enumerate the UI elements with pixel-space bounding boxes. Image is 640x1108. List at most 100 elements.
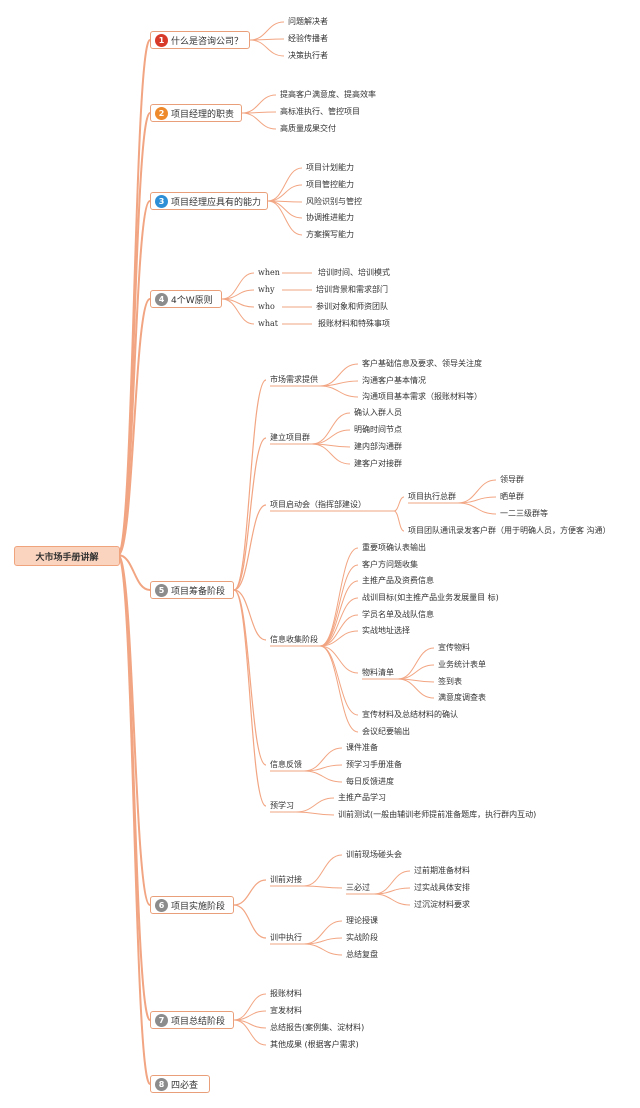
leaf-connector: [373, 893, 411, 906]
leaf-node[interactable]: 重要项确认表输出: [362, 543, 426, 552]
leaf-node[interactable]: 提高客户满意度、提高效率: [280, 90, 376, 99]
w-value[interactable]: 培训时间、培训模式: [318, 268, 390, 277]
leaf-node[interactable]: 会议纪要输出: [362, 727, 410, 736]
leaf-node[interactable]: 战训目标(如主推产品业务发展量目 标): [362, 593, 499, 602]
w-key[interactable]: why: [258, 285, 275, 294]
l3-node[interactable]: 物料清单: [362, 668, 394, 677]
leaf-node[interactable]: 过实战具体安排: [414, 883, 470, 892]
leaf-node[interactable]: 确认入群人员: [354, 408, 402, 417]
leaf-connector: [311, 429, 351, 445]
leaf-node[interactable]: 预学习手册准备: [346, 760, 402, 769]
leaf-node[interactable]: 项目团队通讯录发客户群（用于明确人员，方便客 沟通）: [408, 526, 611, 535]
leaf-node[interactable]: 客户方问题收集: [362, 560, 418, 569]
leaf-node[interactable]: 理论授课: [346, 916, 378, 925]
number-badge-icon: 4: [155, 292, 168, 306]
leaf-node[interactable]: 问题解决者: [288, 17, 328, 26]
leaf-node[interactable]: 建内部沟通群: [354, 442, 402, 451]
leaf-connector: [303, 943, 343, 956]
leaf-connector: [319, 580, 359, 647]
l2-node[interactable]: 项目启动会（指挥部建设）: [270, 500, 366, 509]
l2-node[interactable]: 训前对接: [270, 875, 302, 884]
leaf-node[interactable]: 项目计划能力: [306, 163, 354, 172]
l3-node[interactable]: 三必过: [346, 883, 370, 892]
w-value[interactable]: 参训对象和师资团队: [316, 302, 388, 311]
leaf-node[interactable]: 客户基础信息及要求、领导关注度: [362, 359, 482, 368]
leaf-connector: [319, 547, 359, 647]
leaf-node[interactable]: 沟通项目基本需求（报账材料等）: [362, 392, 482, 401]
leaf-node[interactable]: 训前测试(一般由辅训老师提前准备题库，执行群内互动): [338, 810, 537, 819]
leaf-node[interactable]: 训前现场碰头会: [346, 850, 402, 859]
root-node[interactable]: 大市场手册讲解: [14, 546, 120, 566]
leaf-connector: [233, 1019, 267, 1046]
leaf-node[interactable]: 建客户对接群: [354, 459, 402, 468]
l2-node[interactable]: 建立项目群: [270, 433, 310, 442]
leaf-node[interactable]: 签到表: [438, 677, 462, 686]
l2-node[interactable]: 市场需求提供: [270, 375, 318, 384]
leaf-node[interactable]: 风险识别与管控: [306, 197, 362, 206]
l2-node[interactable]: 预学习: [270, 801, 294, 810]
leaf-node[interactable]: 主推产品学习: [338, 793, 386, 802]
root-to-l1-connector: [117, 554, 151, 1085]
leaf-node[interactable]: 总结报告(案例集、淀材料): [270, 1023, 365, 1032]
l2-node[interactable]: 信息反馈: [270, 760, 302, 769]
l2-node[interactable]: 训中执行: [270, 933, 302, 942]
leaf-node[interactable]: 领导群: [500, 475, 524, 484]
leaf-node[interactable]: 高标准执行、管控项目: [280, 107, 360, 116]
w-key[interactable]: who: [258, 302, 275, 311]
leaf-connector: [397, 647, 435, 680]
leaf-node[interactable]: 实战阶段: [346, 933, 378, 942]
root-to-l1-connector: [117, 200, 151, 556]
leaf-node[interactable]: 方案撰写能力: [306, 230, 354, 239]
leaf-node[interactable]: 经验传播者: [288, 34, 328, 43]
number-badge-icon: 6: [155, 898, 168, 912]
number-badge-icon: 2: [155, 106, 168, 120]
l2-connector: [233, 504, 267, 591]
leaf-node[interactable]: 过前期准备材料: [414, 866, 470, 875]
leaf-node[interactable]: 沟通客户基本情况: [362, 376, 426, 385]
w-key[interactable]: what: [258, 319, 278, 328]
l3-node[interactable]: 项目执行总群: [408, 492, 456, 501]
leaf-node[interactable]: 决策执行者: [288, 51, 328, 60]
leaf-node[interactable]: 晒单群: [500, 492, 524, 501]
leaf-node[interactable]: 学员名单及战队信息: [362, 610, 434, 619]
w-value[interactable]: 培训背景和需求部门: [316, 285, 388, 294]
leaf-node[interactable]: 实战地址选择: [362, 626, 410, 635]
leaf-node[interactable]: 每日反馈进度: [346, 777, 394, 786]
leaf-node[interactable]: 宣发材料: [270, 1006, 302, 1015]
leaf-node[interactable]: 主推产品及资费信息: [362, 576, 434, 585]
leaf-connector: [303, 747, 343, 772]
l2-node[interactable]: 信息收集阶段: [270, 635, 318, 644]
leaf-node[interactable]: 过沉淀材料要求: [414, 900, 470, 909]
leaf-node[interactable]: 报账材料: [270, 989, 302, 998]
leaf-connector: [457, 479, 497, 504]
leaf-node[interactable]: 明确时间节点: [354, 425, 402, 434]
leaf-node[interactable]: 协调推进能力: [306, 213, 354, 222]
l2-connector: [233, 879, 267, 906]
leaf-node[interactable]: 高质量成果交付: [280, 124, 336, 133]
leaf-node[interactable]: 总结复盘: [346, 950, 378, 959]
l1-label: 项目总结阶段: [171, 1016, 226, 1027]
number-badge-icon: 7: [155, 1013, 168, 1027]
l1-label: 四必查: [171, 1080, 199, 1091]
leaf-node[interactable]: 课件准备: [346, 743, 378, 752]
leaf-node[interactable]: 宣传材料及总结材料的确认: [362, 710, 458, 719]
leaf-node[interactable]: 满意度调查表: [438, 693, 486, 702]
leaf-node[interactable]: 一二三级群等: [500, 509, 548, 518]
w-key[interactable]: when: [258, 268, 280, 277]
leaf-node[interactable]: 其他成果 (根据客户需求): [270, 1040, 359, 1049]
l2-connector: [233, 904, 267, 939]
leaf-node[interactable]: 项目管控能力: [306, 180, 354, 189]
leaf-node[interactable]: 业务统计表单: [438, 660, 486, 669]
leaf-node[interactable]: 宣传物料: [438, 643, 470, 652]
leaf-connector: [249, 39, 285, 57]
leaf-connector: [319, 614, 359, 647]
w-value[interactable]: 报账材料和特殊事项: [318, 319, 390, 328]
